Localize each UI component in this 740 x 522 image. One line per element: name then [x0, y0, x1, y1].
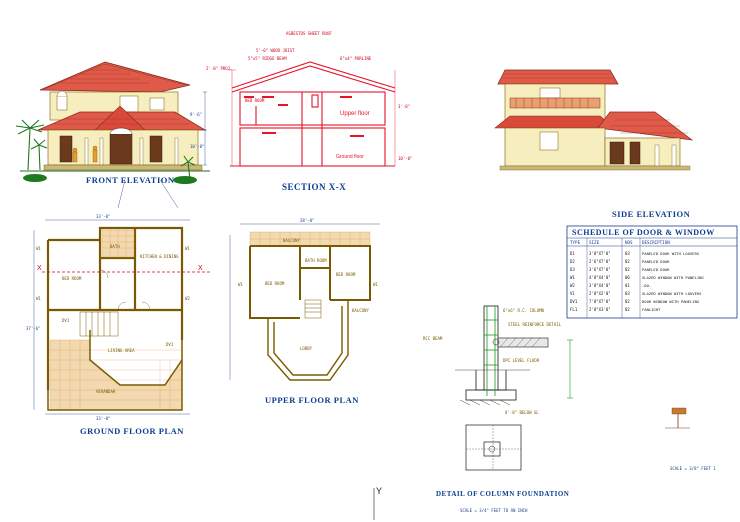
svg-text:10'-0": 10'-0"	[398, 156, 412, 161]
section-x-x: ASBESTOS SHEET ROOF 5"x5" RIDGE BEAM 5'-…	[206, 31, 412, 192]
schedule-cell-r7-c2: 02	[625, 307, 630, 312]
svg-text:RCC BEAM: RCC BEAM	[423, 336, 443, 341]
door-window-schedule: SCHEDULE OF DOOR & WINDOW TYPE SIZE NOS DES…	[566, 225, 738, 319]
schedule-cell-r4-c2: 01	[625, 283, 630, 288]
axis-y-label: Y	[376, 486, 382, 496]
svg-text:W1: W1	[373, 282, 378, 287]
schedule-header-1: SIZE	[589, 240, 600, 245]
schedule-cell-r3-c1: 4'0"X4'0"	[589, 275, 611, 280]
schedule-cell-r1-c0: D2	[570, 259, 575, 264]
svg-text:37'-6": 37'-6"	[26, 326, 40, 331]
schedule-cell-r4-c0: W2	[570, 283, 575, 288]
schedule-cell-r1-c3: PANELED DOOR	[642, 259, 670, 264]
svg-text:W2: W2	[185, 296, 190, 301]
svg-text:DV1: DV1	[62, 318, 70, 323]
svg-text:DV1: DV1	[166, 342, 174, 347]
schedule-cell-r2-c1: 3'6"X7'0"	[589, 267, 611, 272]
gf-verandah-label: VERANDAH	[96, 389, 116, 394]
svg-text:28'-0": 28'-0"	[300, 218, 314, 223]
svg-text:BED ROOM: BED ROOM	[245, 98, 265, 103]
uf-bed-room-1-label: BED ROOM	[265, 281, 285, 286]
schedule-cell-r6-c1: 7'0"X7'0"	[589, 299, 611, 304]
axis-marker: Y	[373, 486, 382, 520]
svg-text:6"x4" PURLINE: 6"x4" PURLINE	[340, 56, 372, 61]
svg-text:10'-0": 10'-0"	[190, 144, 204, 149]
schedule-cell-r1-c1: 2'6"X7'0"	[589, 259, 611, 264]
svg-text:W1: W1	[238, 282, 243, 287]
schedule-cell-r6-c2: 02	[625, 299, 630, 304]
schedule-cell-r5-c0: V1	[570, 291, 575, 296]
svg-text:33'-0": 33'-0"	[96, 416, 110, 421]
schedule-cell-r4-c1: 3'0"X4'0"	[589, 283, 611, 288]
schedule-cell-r3-c2: 06	[625, 275, 630, 280]
column-foundation-detail: 6"x6" R.C. COLUMN STEEL REINFORCE DETAIL…	[423, 305, 573, 513]
gf-bed-room-label: BED ROOM	[62, 276, 82, 281]
schedule-cell-r0-c0: D1	[570, 251, 575, 256]
uf-bed-room-2-label: BED ROOM	[336, 272, 356, 277]
gf-kitchen-label: KITCHEN & DINING	[140, 254, 179, 259]
upper-floor-plan-title: UPPER FLOOR PLAN	[265, 395, 359, 405]
footer-scale: SCALE = 3/8" FEET 1	[670, 466, 716, 471]
schedule-cell-r2-c0: D3	[570, 267, 575, 272]
gf-living-label: LIVING AREA	[108, 348, 135, 353]
section-mark-right: X	[198, 265, 203, 272]
schedule-cell-r0-c2: 03	[625, 251, 630, 256]
svg-text:BALCONY: BALCONY	[352, 308, 369, 313]
schedule-cell-r0-c3: PANELED DOOR WITH LOUVERS	[642, 251, 700, 256]
section-mark-left: X	[37, 265, 42, 272]
column-detail-title: DETAIL OF COLUMN FOUNDATION	[436, 490, 569, 498]
schedule-cell-r5-c3: GLAZED WINDOW WITH LOUVERS	[642, 291, 702, 296]
schedule-cell-r1-c2: 02	[625, 259, 630, 264]
svg-text:6"x6" R.C. COLUMN: 6"x6" R.C. COLUMN	[503, 308, 545, 313]
uf-lobby-label: LOBBY	[300, 346, 313, 351]
front-elevation-title: FRONT ELEVATION	[86, 175, 175, 185]
svg-text:SCALE = 3/4" FEET TO AN INCH: SCALE = 3/4" FEET TO AN INCH	[460, 508, 528, 513]
section-upper-floor-label: Upper floor	[340, 111, 370, 117]
svg-text:5'-0" WOOD JOIST: 5'-0" WOOD JOIST	[256, 48, 295, 53]
schedule-cell-r0-c1: 3'0"X7'0"	[589, 251, 611, 256]
schedule-cell-r5-c2: 03	[625, 291, 630, 296]
schedule-cell-r7-c1: 2'0"X3'0"	[589, 307, 611, 312]
schedule-cell-r6-c3: DOOR WINDOW WITH PANELING	[642, 299, 700, 304]
svg-text:DPC LEVEL FLOOR: DPC LEVEL FLOOR	[503, 358, 540, 363]
upper-floor-plan: 28'-0" BALCONY BED ROOM BATH ROOM BED RO…	[229, 218, 380, 405]
section-ground-floor-label: Ground floor	[336, 154, 364, 160]
side-elevation: SIDE ELEVATION	[494, 69, 694, 219]
uf-balcony-label: BALCONY	[283, 238, 300, 243]
svg-text:W1: W1	[36, 246, 41, 251]
schedule-cell-r4-c3: -DO-	[642, 283, 651, 288]
schedule-title: SCHEDULE OF DOOR & WINDOW	[572, 228, 715, 237]
section-roof-label: ASBESTOS SHEET ROOF	[286, 31, 332, 36]
ground-floor-plan: 33'-0" 37'-6" 33'-0"	[26, 214, 210, 436]
schedule-header-2: NOS	[625, 240, 633, 245]
svg-text:2'-0" PROJ.: 2'-0" PROJ.	[206, 66, 233, 71]
gf-bath-label: BATH	[110, 244, 120, 249]
ground-floor-plan-title: GROUND FLOOR PLAN	[80, 426, 184, 436]
schedule-header-0: TYPE	[570, 240, 581, 245]
small-detail: SCALE = 3/8" FEET 1	[665, 407, 716, 471]
uf-bath-label: BATH ROOM	[305, 258, 327, 263]
svg-text:W1: W1	[185, 246, 190, 251]
svg-text:8'-0" BELOW GL: 8'-0" BELOW GL	[505, 410, 539, 415]
schedule-cell-r7-c3: FANLIGHT	[642, 307, 661, 312]
schedule-cell-r2-c2: 02	[625, 267, 630, 272]
schedule-cell-r7-c0: FL1	[570, 307, 578, 312]
svg-text:33'-0": 33'-0"	[96, 214, 110, 219]
schedule-cell-r3-c3: GLAZED WINDOW WITH PANELING	[642, 275, 704, 280]
schedule-cell-r6-c0: DV1	[570, 299, 578, 304]
schedule-header-3: DESCRIPTION	[642, 240, 670, 245]
svg-text:5"x5" RIDGE BEAM: 5"x5" RIDGE BEAM	[248, 56, 287, 61]
svg-text:W1: W1	[36, 296, 41, 301]
side-elevation-title: SIDE ELEVATION	[612, 209, 691, 219]
svg-text:9'-6": 9'-6"	[190, 112, 202, 117]
front-elevation: 9'-6" 10'-0" FRONT ELEVATION	[15, 61, 210, 209]
section-title: SECTION X-X	[282, 182, 346, 192]
svg-text:3'-0": 3'-0"	[398, 104, 410, 109]
schedule-cell-r3-c0: W1	[570, 275, 575, 280]
schedule-cell-r2-c3: PANELED DOOR	[642, 267, 670, 272]
schedule-cell-r5-c1: 2'0"X2'0"	[589, 291, 611, 296]
svg-text:STEEL REINFORCE DETAIL: STEEL REINFORCE DETAIL	[508, 322, 562, 327]
